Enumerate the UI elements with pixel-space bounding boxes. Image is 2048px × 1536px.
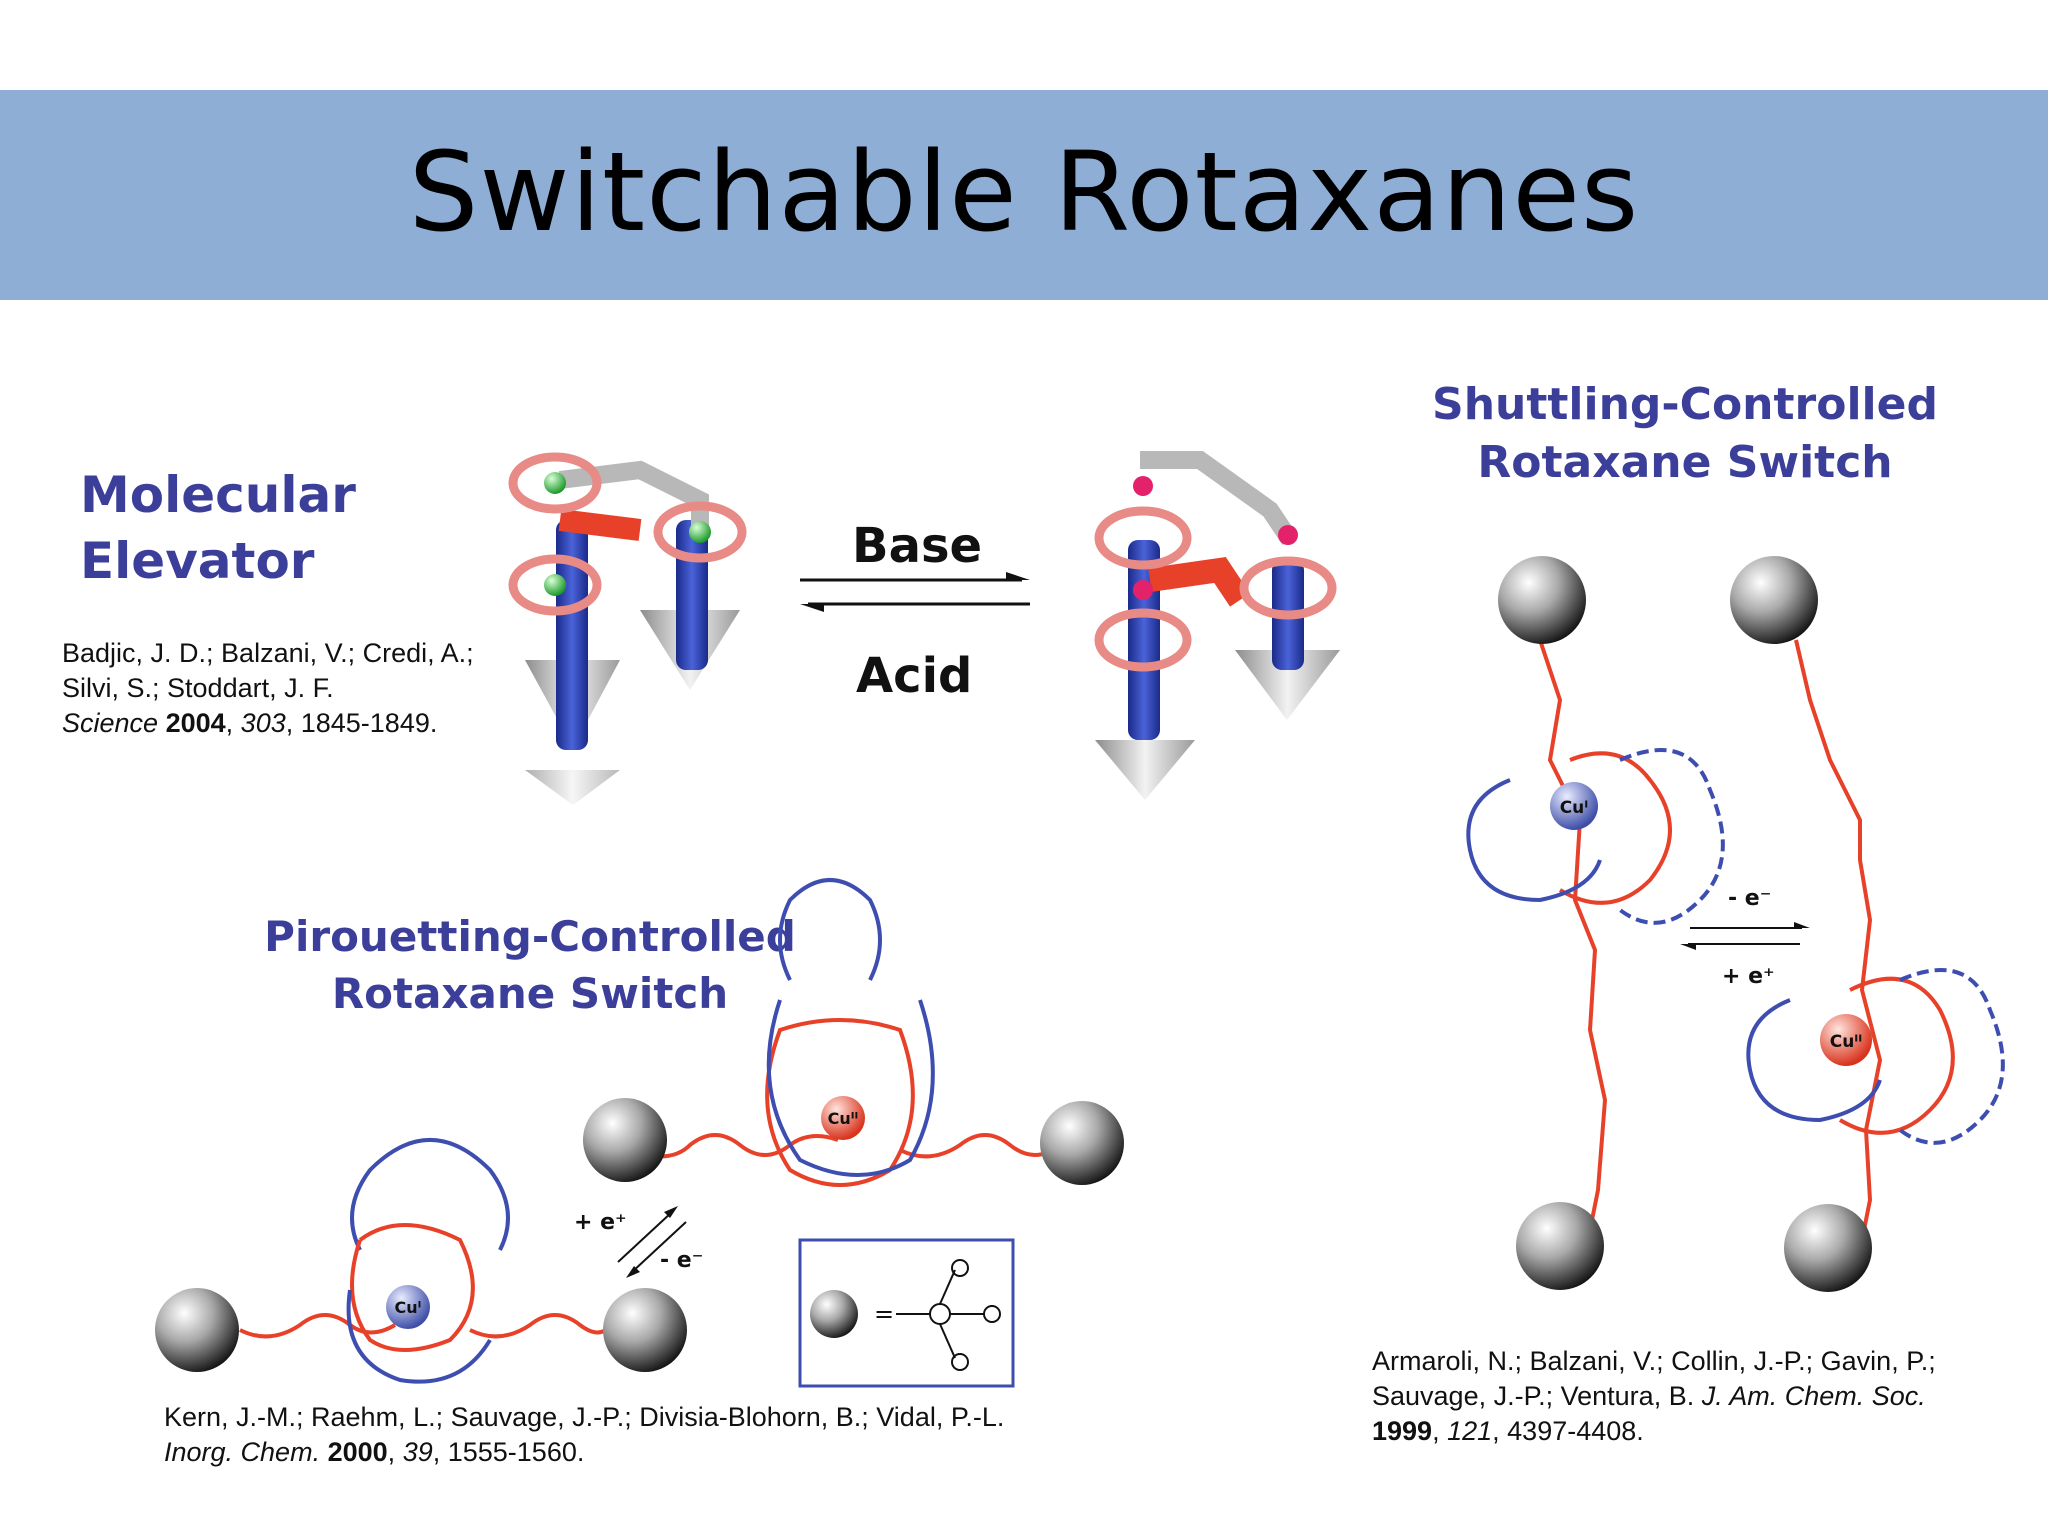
elevator-ref-volume: 303 xyxy=(240,708,286,738)
shuttling-ref-line3: 1999, 121, 4397-4408. xyxy=(1372,1416,1644,1446)
pirouetting-reference: Kern, J.-M.; Raehm, L.; Sauvage, J.-P.; … xyxy=(164,1400,1004,1470)
shuttling-ref-journal: J. Am. Chem. Soc. xyxy=(1701,1381,1926,1411)
elevator-protonated-diagram xyxy=(508,452,747,805)
shuttling-copper2-structure: Cuᴵᴵ xyxy=(1746,639,2005,1231)
pirouetting-heading-line2: Rotaxane Switch xyxy=(331,969,729,1018)
elevator-deprotonated-diagram xyxy=(1094,451,1340,800)
pirouetting-ref-journal: Inorg. Chem. xyxy=(164,1437,321,1467)
elevator-equilibrium-arrows xyxy=(800,572,1030,612)
shuttling-cu2-label: Cuᴵᴵ xyxy=(1830,1032,1863,1052)
shuttling-copper1-structure: Cuᴵ xyxy=(1466,639,1725,1231)
stopper-ball xyxy=(1730,556,1818,644)
slide-title: Switchable Rotaxanes xyxy=(408,128,1640,256)
elevator-ref-pages: , 1845-1849. xyxy=(285,708,438,738)
elevator-ref-year: 2004 xyxy=(165,708,226,738)
pirouetting-reduction-label: + e⁺ xyxy=(574,1210,627,1235)
acid-label: Acid xyxy=(856,648,973,704)
pirouetting-ref-line1: Kern, J.-M.; Raehm, L.; Sauvage, J.-P.; … xyxy=(164,1402,1005,1432)
shuttling-cu1-label: Cuᴵ xyxy=(1560,798,1589,818)
pirouetting-cu2-label: Cuᴵᴵ xyxy=(828,1109,859,1128)
shuttling-ref-authors2: Sauvage, J.-P.; Ventura, B. xyxy=(1372,1381,1702,1411)
pirouetting-heading: Pirouetting-Controlled Rotaxane Switch xyxy=(260,908,800,1022)
stopper-ball xyxy=(1498,556,1586,644)
stopper-ball xyxy=(583,1098,667,1182)
shuttling-heading: Shuttling-Controlled Rotaxane Switch xyxy=(1400,376,1970,492)
elevator-heading-line1: Molecular xyxy=(80,466,356,524)
shuttling-oxidation-label: - e⁻ xyxy=(1728,886,1772,911)
shuttling-ref-line2: Sauvage, J.-P.; Ventura, B. J. Am. Chem.… xyxy=(1372,1379,1936,1414)
elevator-ref-line3: Science 2004, 303, 1845-1849. xyxy=(62,708,438,738)
shuttling-heading-line1: Shuttling-Controlled xyxy=(1432,379,1938,430)
elevator-heading: Molecular Elevator xyxy=(80,462,356,594)
elevator-ref-journal: Science xyxy=(62,708,159,738)
pirouetting-ref-pages: , 1555-1560. xyxy=(432,1437,585,1467)
elevator-reference: Badjic, J. D.; Balzani, V.; Credi, A.; S… xyxy=(62,636,474,741)
stopper-ball xyxy=(603,1288,687,1372)
base-label: Base xyxy=(852,518,983,574)
title-banner xyxy=(0,90,2048,300)
elevator-heading-line2: Elevator xyxy=(80,532,315,590)
stopper-ball xyxy=(1784,1204,1872,1292)
pirouetting-ref-year: 2000 xyxy=(327,1437,388,1467)
legend-equals: = xyxy=(874,1300,894,1328)
shuttling-ref-line1: Armaroli, N.; Balzani, V.; Collin, J.-P.… xyxy=(1372,1346,1936,1376)
stopper-ball xyxy=(1516,1202,1604,1290)
shuttling-reduction-label: + e⁺ xyxy=(1722,964,1775,989)
stopper-ball xyxy=(155,1288,239,1372)
shuttling-reference: Armaroli, N.; Balzani, V.; Collin, J.-P.… xyxy=(1372,1344,1936,1449)
shuttling-heading-line2: Rotaxane Switch xyxy=(1477,437,1893,488)
elevator-ref-line1: Badjic, J. D.; Balzani, V.; Credi, A.; xyxy=(62,638,474,668)
shuttling-ref-year: 1999 xyxy=(1372,1416,1433,1446)
pirouetting-copper2-structure: Cuᴵᴵ xyxy=(629,878,1101,1187)
pirouetting-ref-volume: 39 xyxy=(402,1437,433,1467)
pirouetting-ref-line2: Inorg. Chem. 2000, 39, 1555-1560. xyxy=(164,1437,585,1467)
shuttling-ref-pages: , 4397-4408. xyxy=(1492,1416,1644,1446)
shuttling-equilibrium-arrows xyxy=(1680,922,1810,950)
stopper-legend-box: = xyxy=(798,1238,1015,1388)
pirouetting-oxidation-label: - e⁻ xyxy=(660,1248,704,1273)
elevator-ref-line2: Silvi, S.; Stoddart, J. F. xyxy=(62,673,334,703)
pirouetting-cu1-label: Cuᴵ xyxy=(395,1298,422,1317)
pirouetting-equilibrium-arrows xyxy=(617,1206,687,1278)
pirouetting-copper1-structure: Cuᴵ xyxy=(239,1138,612,1384)
shuttling-ref-volume: 121 xyxy=(1447,1416,1493,1446)
pirouetting-heading-line1: Pirouetting-Controlled xyxy=(264,912,796,961)
stopper-ball xyxy=(1040,1101,1124,1185)
